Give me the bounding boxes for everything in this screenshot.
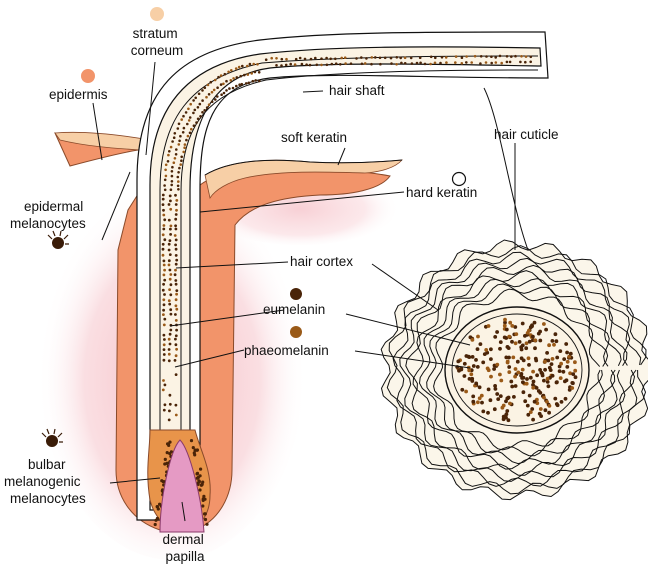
phaeomelanin-swatch (290, 326, 302, 338)
phaeomelanin-label: phaeomelanin (244, 343, 329, 358)
epidermal-melanocytes-label: epidermal melanocytes (10, 199, 87, 231)
stratum-corneum-label: stratum corneum (131, 26, 184, 58)
hard-keratin-swatch (453, 173, 466, 186)
hair-shaft-label: hair shaft (329, 83, 385, 98)
hair-cortex-label: hair cortex (290, 254, 353, 269)
epidermis-swatch (81, 69, 95, 83)
hard-keratin-label: hard keratin (406, 185, 477, 200)
eumelanin-label: eumelanin (263, 302, 325, 317)
soft-keratin-label: soft keratin (281, 130, 347, 145)
hair-cuticle-label: hair cuticle (494, 127, 559, 142)
stratum-corneum-swatch (150, 7, 164, 21)
eumelanin-swatch (290, 288, 302, 300)
epidermis-label: epidermis (49, 87, 108, 102)
hair-cross-section (381, 240, 648, 500)
